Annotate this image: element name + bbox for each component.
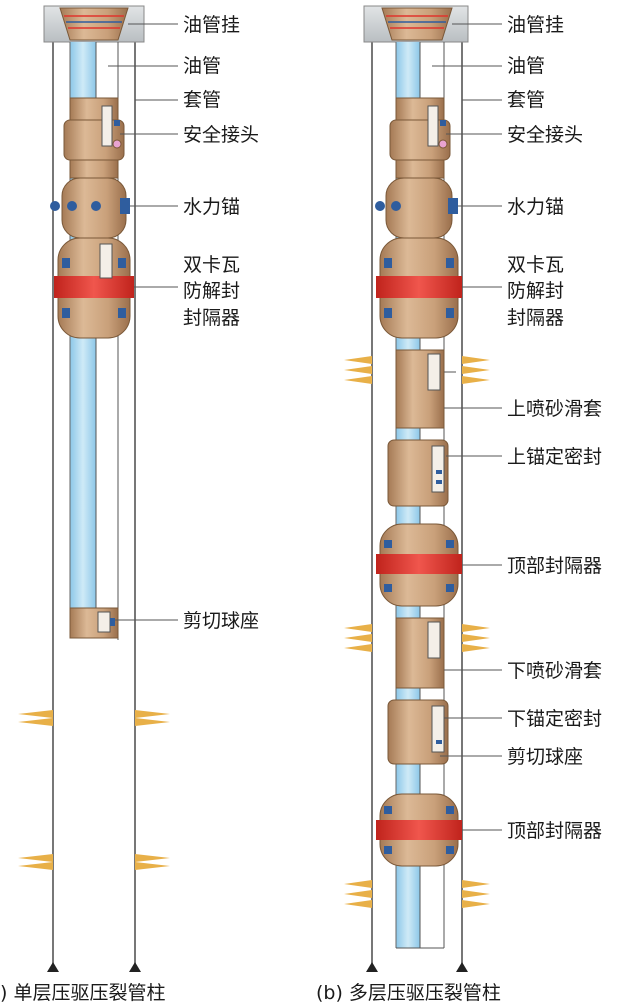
label-packer-line3: 封隔器 — [183, 307, 240, 329]
label-packer-line1: 双卡瓦 — [183, 254, 240, 276]
label-top-packer-upper: 顶部封隔器 — [507, 555, 602, 577]
label-tubing-hanger: 油管挂 — [507, 14, 564, 36]
perforations — [18, 710, 170, 870]
dual-slip-packer — [376, 237, 462, 339]
perforations — [344, 356, 490, 908]
label-lower-anchor-seal: 下锚定密封 — [507, 708, 602, 730]
caption-a: ) 单层压驱压裂管柱 — [0, 982, 165, 1004]
shear-ball-seat — [69, 607, 119, 639]
top-packer-upper — [376, 523, 462, 607]
top-packer-lower — [376, 793, 462, 867]
casing-shoe — [129, 962, 141, 972]
tubing-hanger-bowl — [381, 7, 453, 41]
casing-shoe — [456, 962, 468, 972]
label-hydraulic-anchor: 水力锚 — [183, 196, 240, 218]
safety-joint — [389, 97, 451, 179]
leader-lines-b — [432, 23, 502, 831]
label-shear-ball-seat: 剪切球座 — [507, 746, 583, 768]
upper-anchor-seal — [387, 439, 449, 507]
casing-shoe — [47, 962, 59, 972]
label-casing: 套管 — [507, 89, 545, 111]
label-top-packer-lower: 顶部封隔器 — [507, 820, 602, 842]
hydraulic-anchor — [50, 177, 130, 239]
leader-lines-a — [108, 23, 178, 621]
label-packer-line1: 双卡瓦 — [507, 254, 564, 276]
tubing-hanger-bowl — [59, 7, 129, 41]
label-safety-joint: 安全接头 — [507, 124, 583, 146]
string-b: 油管挂 油管 套管 安全接头 水力锚 双卡瓦 防解封 封隔器 上喷砂滑套 上锚定… — [316, 5, 602, 1004]
casing-shoe — [366, 962, 378, 972]
label-hydraulic-anchor: 水力锚 — [507, 196, 564, 218]
label-shear-ball-seat: 剪切球座 — [183, 610, 259, 632]
lower-anchor-seal — [387, 699, 449, 765]
label-packer-line2: 防解封 — [507, 280, 564, 302]
lower-sand-jet-sleeve — [395, 617, 445, 689]
string-a: 油管挂 油管 套管 安全接头 水力锚 双卡瓦 防解封 封隔器 剪切球座 ) 单层… — [0, 5, 259, 1004]
upper-sand-jet-sleeve — [395, 349, 456, 429]
label-packer-line2: 防解封 — [183, 280, 240, 302]
label-safety-joint: 安全接头 — [183, 124, 259, 146]
dual-slip-packer — [54, 237, 134, 339]
label-upper-anchor-seal: 上锚定密封 — [507, 446, 602, 468]
label-tubing: 油管 — [507, 55, 545, 77]
caption-b: (b) 多层压驱压裂管柱 — [316, 982, 501, 1004]
hydraulic-anchor — [375, 177, 458, 239]
label-lower-sand-jet-sleeve: 下喷砂滑套 — [507, 660, 602, 682]
label-packer-line3: 封隔器 — [507, 307, 564, 329]
label-casing: 套管 — [183, 89, 221, 111]
safety-joint — [63, 97, 125, 179]
label-tubing: 油管 — [183, 55, 221, 77]
label-tubing-hanger: 油管挂 — [183, 14, 240, 36]
label-upper-sand-jet-sleeve: 上喷砂滑套 — [507, 398, 602, 420]
